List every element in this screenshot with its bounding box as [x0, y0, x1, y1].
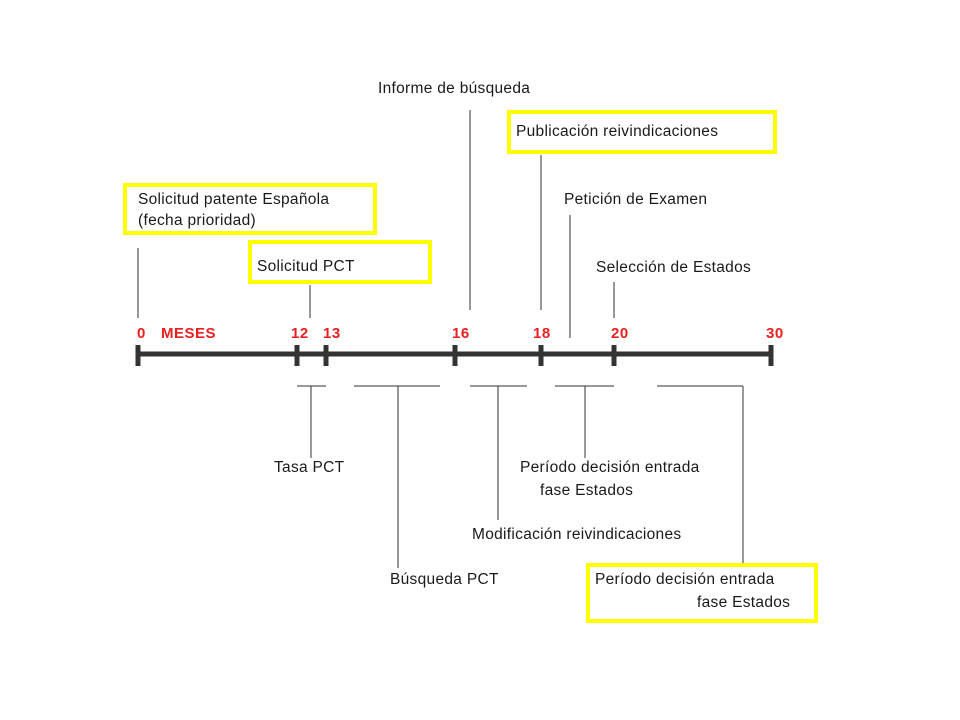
label-solicitud-pct: Solicitud PCT: [257, 258, 355, 275]
label-periodo-20-2: fase Estados: [540, 482, 634, 499]
tick-label-18: 18: [533, 325, 551, 342]
label-periodo-20-1: Período decisión entrada: [520, 459, 700, 476]
tick-label-20: 20: [611, 325, 629, 342]
label-seleccion-estados: Selección de Estados: [596, 259, 752, 276]
tick-label-0: 0: [137, 325, 146, 342]
label-solicitud-espanola-2: (fecha prioridad): [138, 212, 256, 229]
tick-label-12: 12: [291, 325, 309, 342]
label-peticion-examen: Petición de Examen: [564, 191, 708, 208]
label-publicacion: Publicación reivindicaciones: [516, 123, 719, 140]
label-modificacion: Modificación reivindicaciones: [472, 526, 682, 543]
label-informe-busqueda: Informe de búsqueda: [378, 80, 531, 97]
highlight-solicitud-espanola: [123, 183, 377, 235]
label-periodo-30-1: Período decisión entrada: [595, 571, 775, 588]
label-busqueda-pct: Búsqueda PCT: [390, 571, 499, 588]
highlight-periodo-30: [586, 563, 818, 623]
highlight-publicacion: [507, 110, 777, 154]
label-solicitud-espanola-1: Solicitud patente Española: [138, 191, 330, 208]
highlight-solicitud-pct: [248, 240, 432, 284]
label-tasa-pct: Tasa PCT: [274, 459, 345, 476]
tick-label-16: 16: [452, 325, 470, 342]
axis-unit-label: MESES: [161, 325, 217, 342]
tick-label-13: 13: [323, 325, 341, 342]
tick-label-30: 30: [766, 325, 784, 342]
label-periodo-30-2: fase Estados: [697, 594, 791, 611]
